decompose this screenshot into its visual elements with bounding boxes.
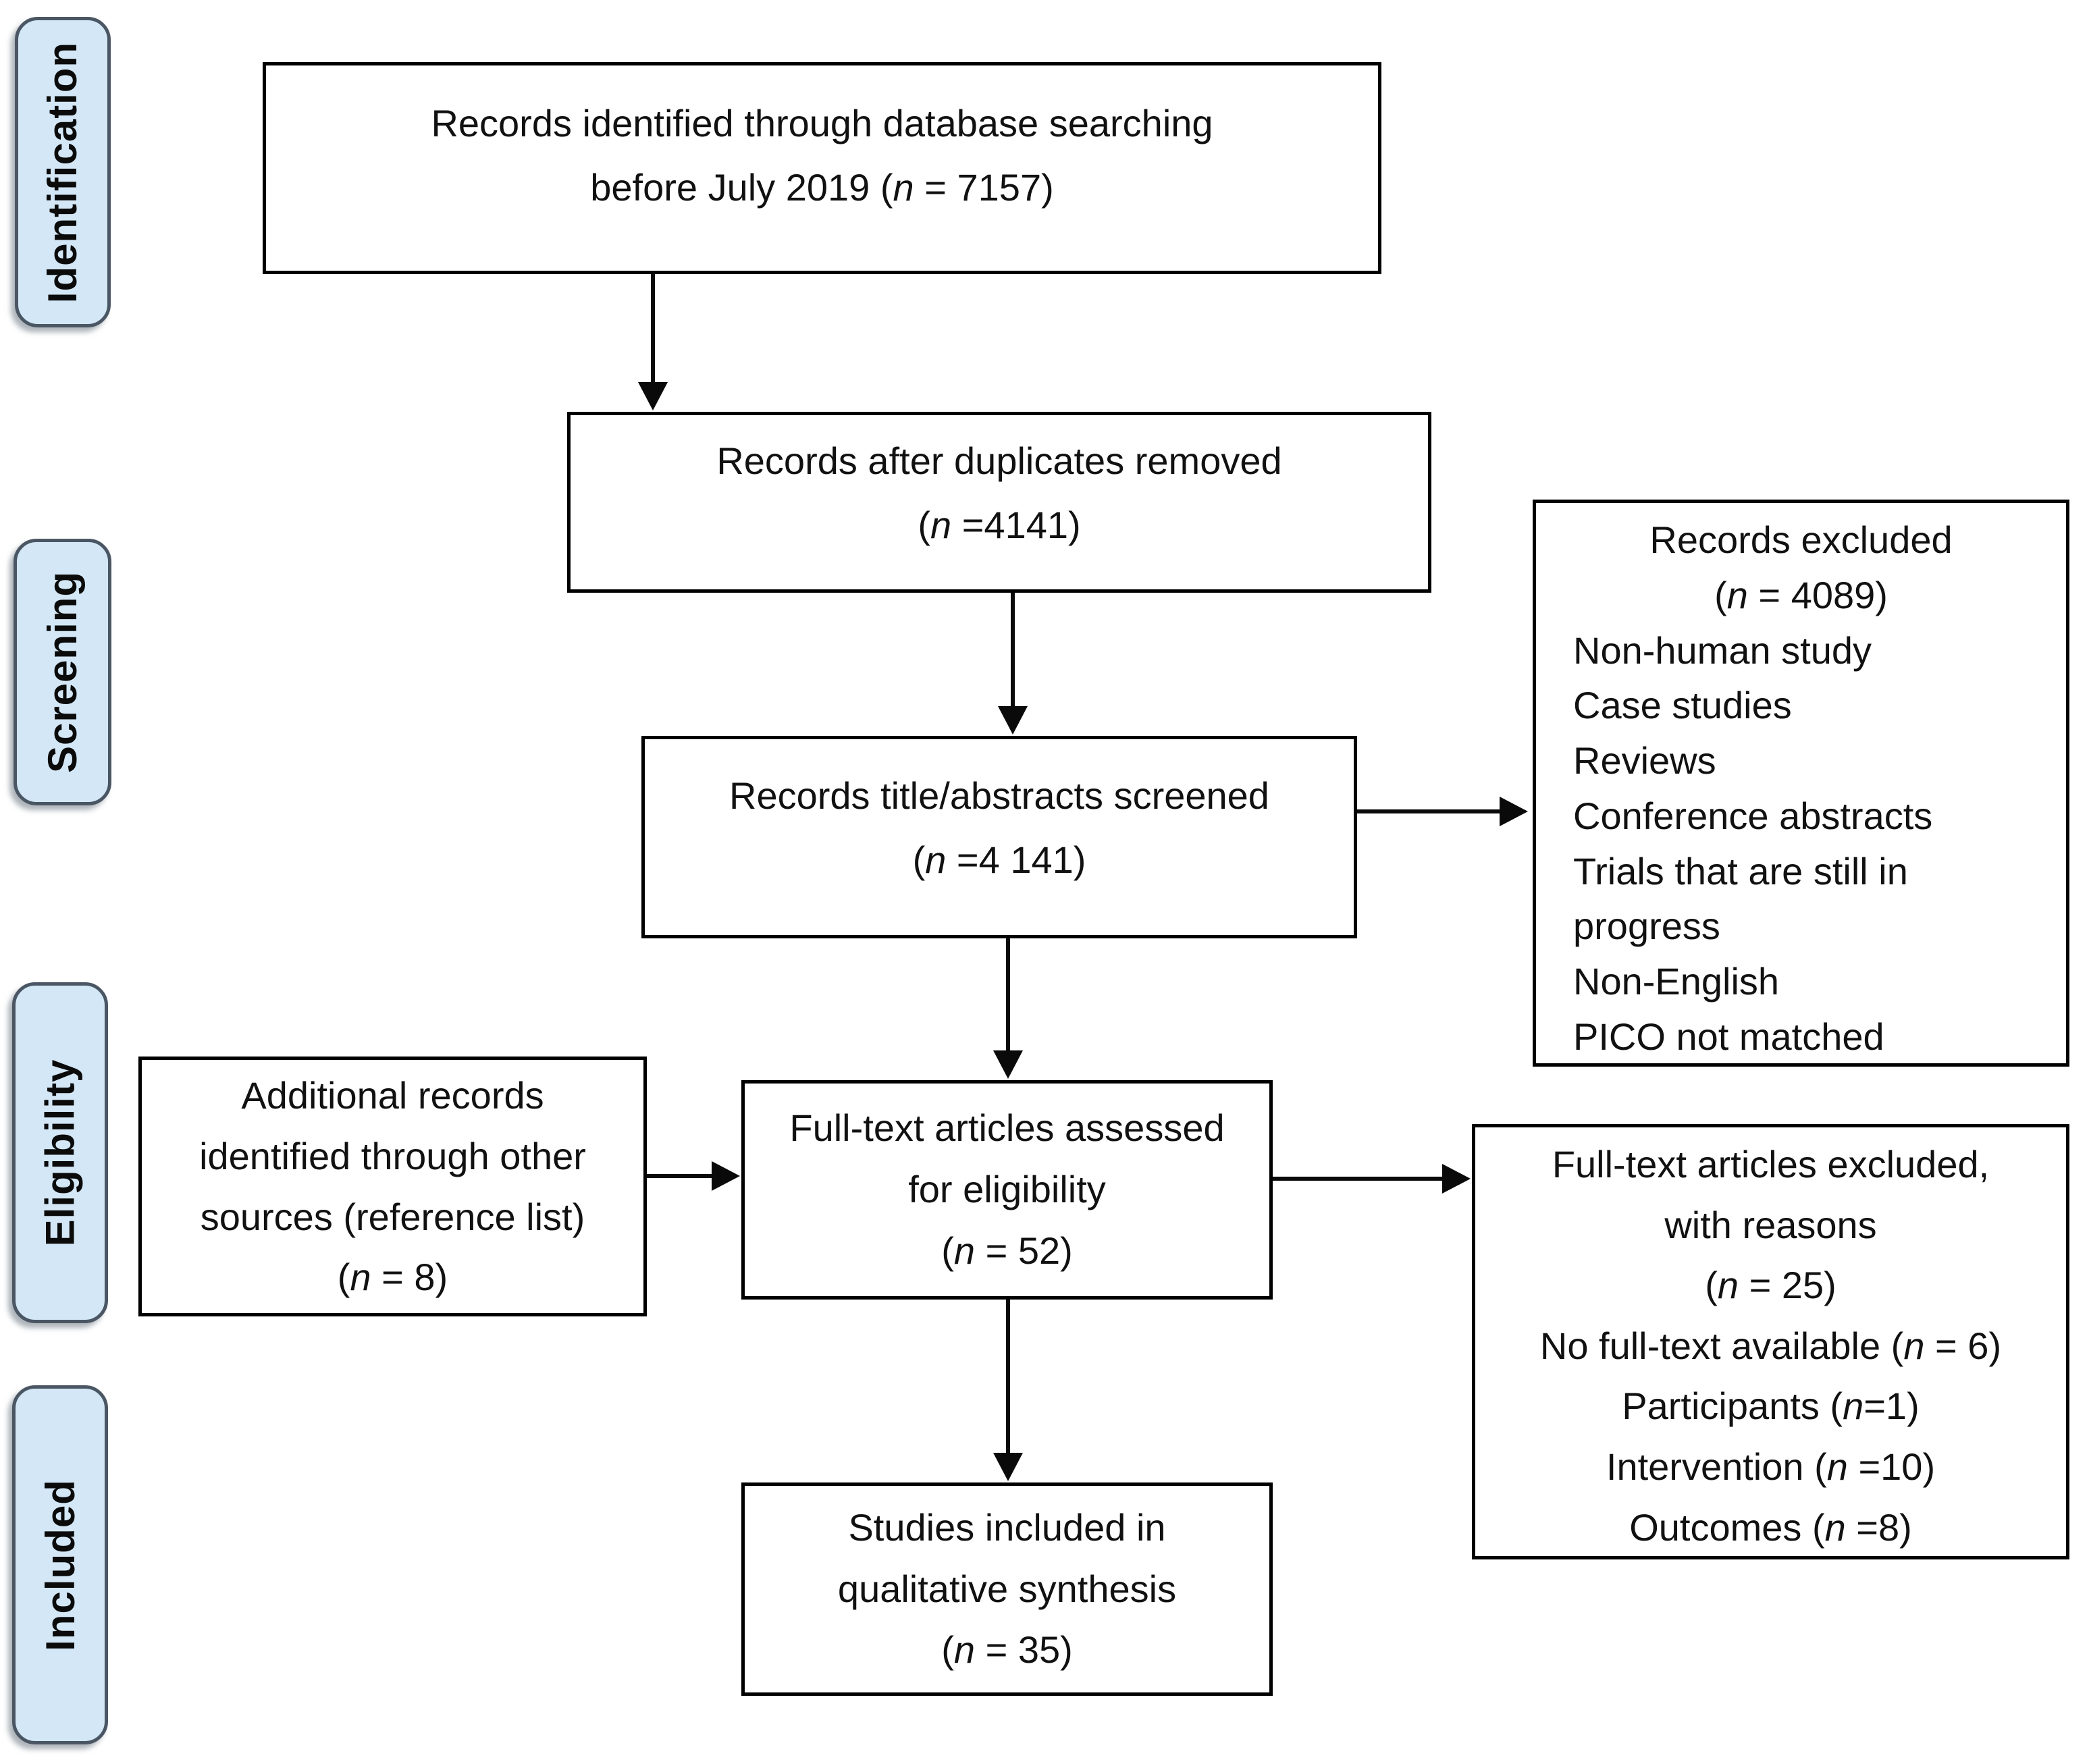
box-additional-records: Additional records identified through oth…: [138, 1057, 647, 1316]
text-line: Reviews: [1573, 739, 1716, 782]
text-line: Records identified through database sear…: [431, 101, 1213, 144]
arrow-duplicates-to-screened: [1011, 593, 1015, 707]
arrow-fulltext-to-excluded: [1273, 1177, 1444, 1181]
text-line: Additional records: [241, 1074, 544, 1117]
arrow-additional-to-fulltext: [647, 1174, 713, 1178]
text-line: Case studies: [1573, 684, 1792, 727]
text-line: Records excluded: [1649, 518, 1953, 561]
text-line: Outcomes (n =8): [1629, 1505, 1912, 1549]
text-line: qualitative synthesis: [837, 1567, 1177, 1610]
stage-label-eligibility-text: Eligibility: [37, 1059, 83, 1247]
stage-label-screening-text: Screening: [40, 570, 86, 774]
arrow-fulltext-to-included: [1006, 1300, 1010, 1454]
text-line: (n = 4089): [1714, 573, 1888, 616]
text-line: Conference abstracts: [1573, 794, 1933, 837]
box-records-after-duplicates: Records after duplicates removed (n =4141…: [567, 412, 1431, 593]
text-line: (n = 35): [941, 1628, 1073, 1672]
arrow-screened-to-fulltext: [1006, 938, 1010, 1052]
text-line: before July 2019 (n = 7157): [590, 166, 1054, 209]
text-line: sources (reference list): [200, 1195, 585, 1238]
box-fulltext-assessed: Full-text articles assessed for eligibili…: [741, 1080, 1273, 1300]
text-line: Intervention (n =10): [1606, 1445, 1936, 1488]
text-line: (n =4 141): [912, 838, 1086, 881]
text-line: Trials that are still in progress: [1573, 849, 1908, 948]
stage-label-identification: Identification: [15, 17, 111, 327]
text-line: Non-English: [1573, 960, 1780, 1003]
text-line: Records after duplicates removed: [716, 439, 1282, 482]
stage-label-identification-text: Identification: [40, 41, 86, 303]
box-fulltext-excluded: Full-text articles excluded, with reasons…: [1472, 1124, 2069, 1559]
box-records-identified: Records identified through database sear…: [263, 62, 1381, 274]
arrow-screened-to-excluded: [1357, 809, 1501, 813]
text-line: for eligibility: [908, 1168, 1106, 1211]
arrow-identified-to-duplicates: [651, 274, 655, 383]
stage-label-screening: Screening: [14, 539, 111, 805]
text-line: No full-text available (n = 6): [1539, 1324, 2002, 1367]
text-line: Non-human study: [1573, 629, 1872, 672]
text-line: Studies included in: [848, 1505, 1166, 1549]
text-line: Records title/abstracts screened: [729, 774, 1269, 817]
text-line: Full-text articles excluded,: [1552, 1143, 1990, 1185]
text-line: with reasons: [1664, 1203, 1877, 1246]
text-line: Full-text articles assessed: [789, 1106, 1225, 1150]
text-line: identified through other: [199, 1134, 586, 1177]
box-records-excluded: Records excluded (n = 4089) Non-human stu…: [1533, 500, 2069, 1067]
text-line: (n = 8): [337, 1256, 448, 1299]
text-line: PICO not matched: [1573, 1015, 1884, 1058]
text-line: (n = 25): [1705, 1264, 1836, 1307]
records-excluded-title: Records excluded (n = 4089): [1536, 512, 2066, 623]
stage-label-included: Included: [12, 1385, 108, 1744]
stage-label-eligibility: Eligibility: [12, 982, 108, 1323]
text-line: Participants (n=1): [1622, 1385, 1920, 1428]
text-line: (n = 52): [941, 1229, 1073, 1272]
box-studies-included: Studies included in qualitative synthesis…: [741, 1482, 1273, 1696]
stage-label-included-text: Included: [37, 1478, 83, 1651]
text-line: (n =4141): [918, 504, 1081, 546]
box-records-screened: Records title/abstracts screened (n =4 14…: [641, 736, 1357, 938]
